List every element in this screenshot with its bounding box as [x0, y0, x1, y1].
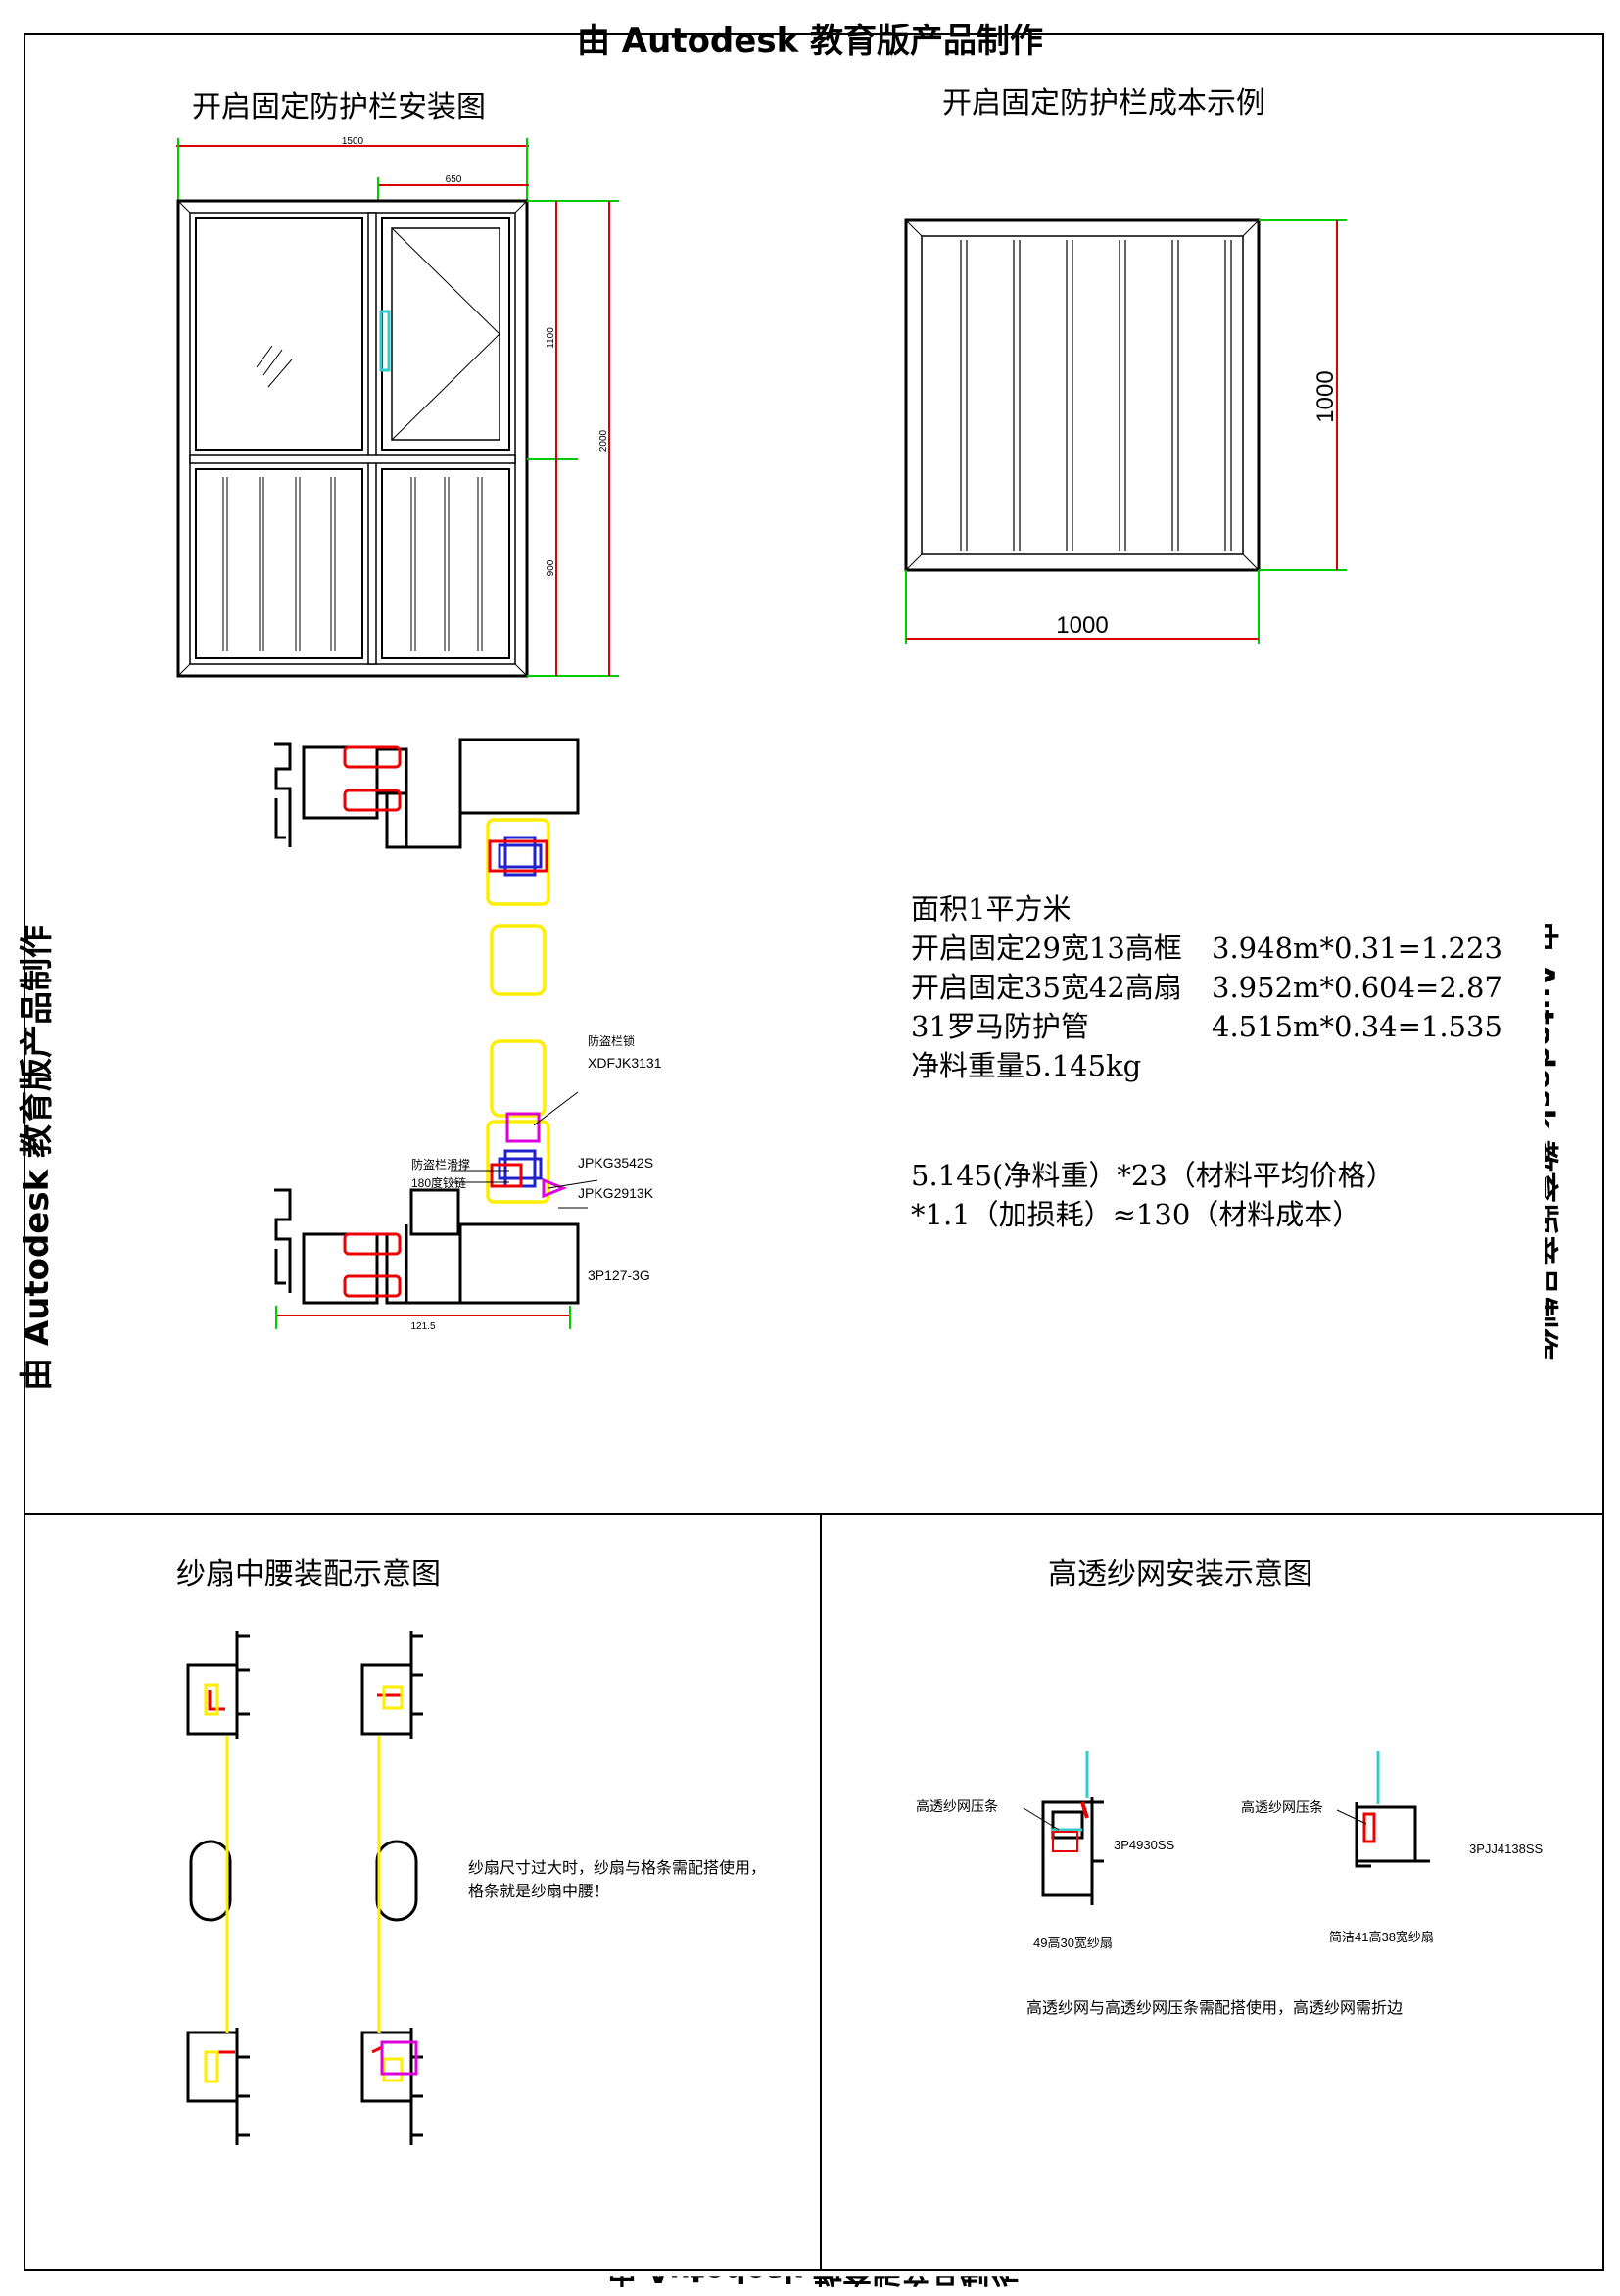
cost-item-1-name: 开启固定29宽13高框 [911, 932, 1182, 965]
cost-item-3-value: 4.515m*0.34=1.535 [1212, 1010, 1502, 1043]
waist-title: 纱扇中腰装配示意图 [176, 1557, 441, 1592]
code-1: JPKG3542S [578, 1155, 653, 1171]
cost-formula-1: 5.145(净料重）*23（材料平均价格） [911, 1159, 1395, 1192]
dim-upper-height: 1100 [546, 327, 556, 349]
dim-total-height: 2000 [598, 429, 609, 452]
mesh-left-label: 高透纱网压条 [916, 1798, 998, 1814]
dim-lower-height: 900 [546, 559, 556, 576]
mesh-right-label: 高透纱网压条 [1241, 1799, 1323, 1815]
mesh-left-caption: 49高30宽纱扇 [1033, 1936, 1113, 1950]
code-2: JPKG2913K [578, 1185, 654, 1201]
cost-formula: 5.145(净料重）*23（材料平均价格） *1.1（加损耗）≈130（材料成本… [911, 1156, 1395, 1234]
watermark-top: 由 Autodesk 教育版产品制作 [576, 22, 1044, 61]
mesh-right-caption: 简洁41高38宽纱扇 [1329, 1930, 1434, 1944]
cost-lines: 面积1平方米 开启固定29宽13高框 3.948m*0.31=1.223 开启固定… [911, 889, 1502, 1085]
cost-dim-height: 1000 [1312, 370, 1339, 422]
mesh-drawing: 高透纱网压条 3P4930SS 49高30宽纱扇 高透纱网压条 3PJJ4138… [916, 1751, 1543, 1950]
divider-horizontal [24, 1513, 1604, 1515]
code-3: 3P127-3G [588, 1268, 650, 1283]
hinge-label: 180度铰链 [411, 1175, 466, 1190]
waist-note-line-2: 格条就是纱扇中腰！ [468, 1882, 610, 1900]
cost-item-2-value: 3.952m*0.604=2.87 [1212, 971, 1502, 1004]
cost-area: 面积1平方米 [911, 892, 1072, 926]
divider-vertical [820, 1513, 822, 2271]
mesh-title: 高透纱网安装示意图 [1048, 1557, 1312, 1592]
cost-item-3: 31罗马防护管 4.515m*0.34=1.535 [911, 1007, 1502, 1046]
mesh-note: 高透纱网与高透纱网压条需配搭使用，高透纱网需折边 [1026, 1998, 1404, 2017]
lock-label: 防盗栏锁 [588, 1033, 635, 1048]
cost-formula-2: *1.1（加损耗）≈130（材料成本） [911, 1198, 1361, 1231]
cost-drawing: 1000 1000 [904, 218, 1347, 644]
waist-note: 纱扇尺寸过大时，纱扇与格条需配搭使用， 格条就是纱扇中腰！ [468, 1856, 766, 1903]
cost-item-3-name: 31罗马防护管 [911, 1010, 1089, 1043]
slide-label: 防盗栏滑撑 [411, 1157, 470, 1172]
waist-note-line-1: 纱扇尺寸过大时，纱扇与格条需配搭使用， [468, 1858, 767, 1877]
install-title: 开启固定防护栏安装图 [192, 90, 486, 124]
drawing-border [24, 33, 1604, 2271]
dim-total-width: 1500 [342, 136, 364, 147]
waist-drawing [186, 1631, 423, 2145]
mesh-right-code: 3PJJ4138SS [1469, 1842, 1543, 1856]
lock-code: XDFJK3131 [588, 1055, 662, 1071]
section-width: 121.5 [410, 1321, 435, 1332]
dim-sash-width: 650 [446, 174, 462, 185]
cost-item-2: 开启固定35宽42高扇 3.952m*0.604=2.87 [911, 968, 1502, 1007]
cost-item-2-name: 开启固定35宽42高扇 [911, 971, 1182, 1004]
cost-item-1: 开启固定29宽13高框 3.948m*0.31=1.223 [911, 929, 1502, 968]
cost-title: 开启固定防护栏成本示例 [942, 86, 1265, 120]
cost-net-weight: 净料重量5.145kg [911, 1049, 1142, 1082]
section-drawing: 121.5 防盗栏锁 XDFJK3131 防盗栏滑撑 180度铰链 JPKG35… [274, 738, 662, 1332]
install-drawing: 1500 650 1100 900 2000 [176, 136, 619, 678]
cost-item-1-value: 3.948m*0.31=1.223 [1212, 932, 1502, 965]
cost-dim-width: 1000 [1056, 612, 1108, 639]
mesh-left-code: 3P4930SS [1114, 1838, 1174, 1852]
